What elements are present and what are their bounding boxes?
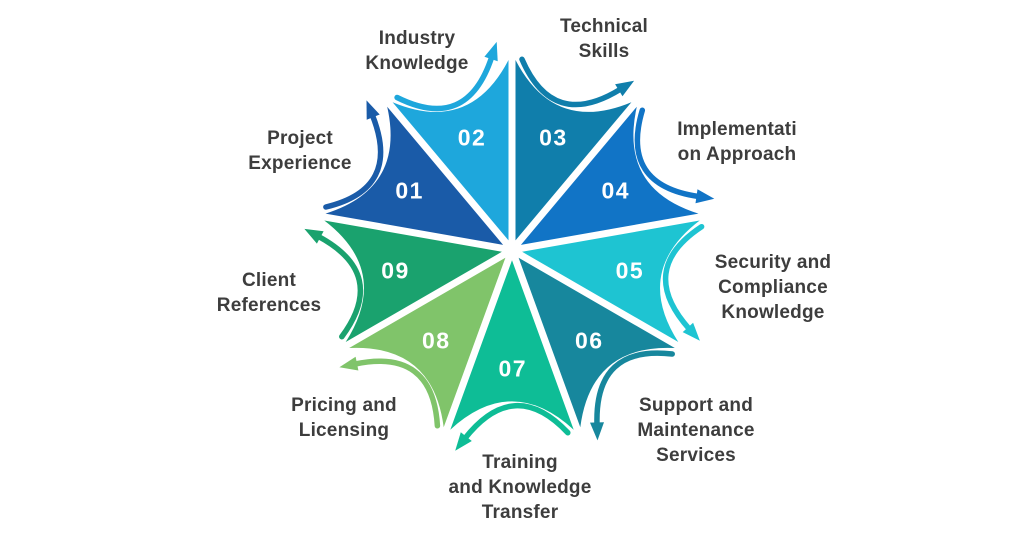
- segment-07-label: Training and Knowledge Transfer: [448, 452, 592, 523]
- segment-02-wedge: [392, 60, 509, 241]
- segment-01-number: 01: [395, 177, 424, 203]
- segment-05-arrow: [662, 223, 705, 332]
- segment-06-label: Support and Maintenance Services: [637, 395, 755, 466]
- segment-01-arrowhead-icon: [366, 100, 380, 120]
- segment-07-arrow: [462, 402, 571, 441]
- segment-05-wedge: [522, 220, 700, 342]
- segment-06-wedge: [518, 257, 675, 428]
- segment-08-label: Pricing and Licensing: [291, 395, 397, 441]
- segment-01-label: Project Experience: [248, 128, 352, 174]
- segment-09-wedge: [324, 220, 502, 342]
- segment-02-label: Industry Knowledge: [365, 28, 469, 74]
- segment-09-label: Client References: [216, 270, 322, 316]
- segment-03-label: Technical Skills: [559, 16, 649, 62]
- segment-08-arrow: [352, 358, 441, 429]
- segment-03-wedge: [515, 60, 632, 241]
- segment-07-arrowhead-icon: [455, 432, 472, 451]
- segment-04-number: 04: [601, 177, 631, 203]
- segment-07-number: 07: [498, 355, 528, 382]
- segment-07-wedge: [450, 260, 574, 430]
- segment-01-arrow: [323, 112, 384, 210]
- segment-04-wedge: [520, 106, 699, 245]
- segment-02-number: 02: [457, 124, 487, 151]
- segment-09-arrowhead-icon: [304, 228, 324, 244]
- segment-09-arrow: [315, 233, 364, 340]
- segment-05-arrowhead-icon: [682, 322, 700, 341]
- segment-04-arrow: [634, 107, 702, 200]
- segment-03-number: 03: [539, 124, 568, 151]
- segment-09-number: 09: [381, 257, 410, 284]
- segment-02-arrowhead-icon: [484, 41, 498, 62]
- segment-06-number: 06: [574, 327, 604, 354]
- segment-04-label: Implementati on Approach: [677, 119, 797, 165]
- segment-05-label: Security and Compliance Knowledge: [714, 252, 832, 323]
- segment-02-arrow: [394, 54, 495, 112]
- segment-08-number: 08: [421, 327, 451, 354]
- segment-01-wedge: [325, 106, 504, 245]
- segment-08-arrowhead-icon: [339, 356, 359, 371]
- segment-06-arrow: [594, 350, 675, 428]
- segment-08-wedge: [349, 257, 506, 428]
- segment-05-number: 05: [615, 257, 645, 284]
- segment-06-arrowhead-icon: [590, 422, 604, 441]
- segment-03-arrowhead-icon: [615, 80, 635, 97]
- segment-03-arrow: [519, 56, 624, 108]
- segment-04-arrowhead-icon: [695, 189, 715, 204]
